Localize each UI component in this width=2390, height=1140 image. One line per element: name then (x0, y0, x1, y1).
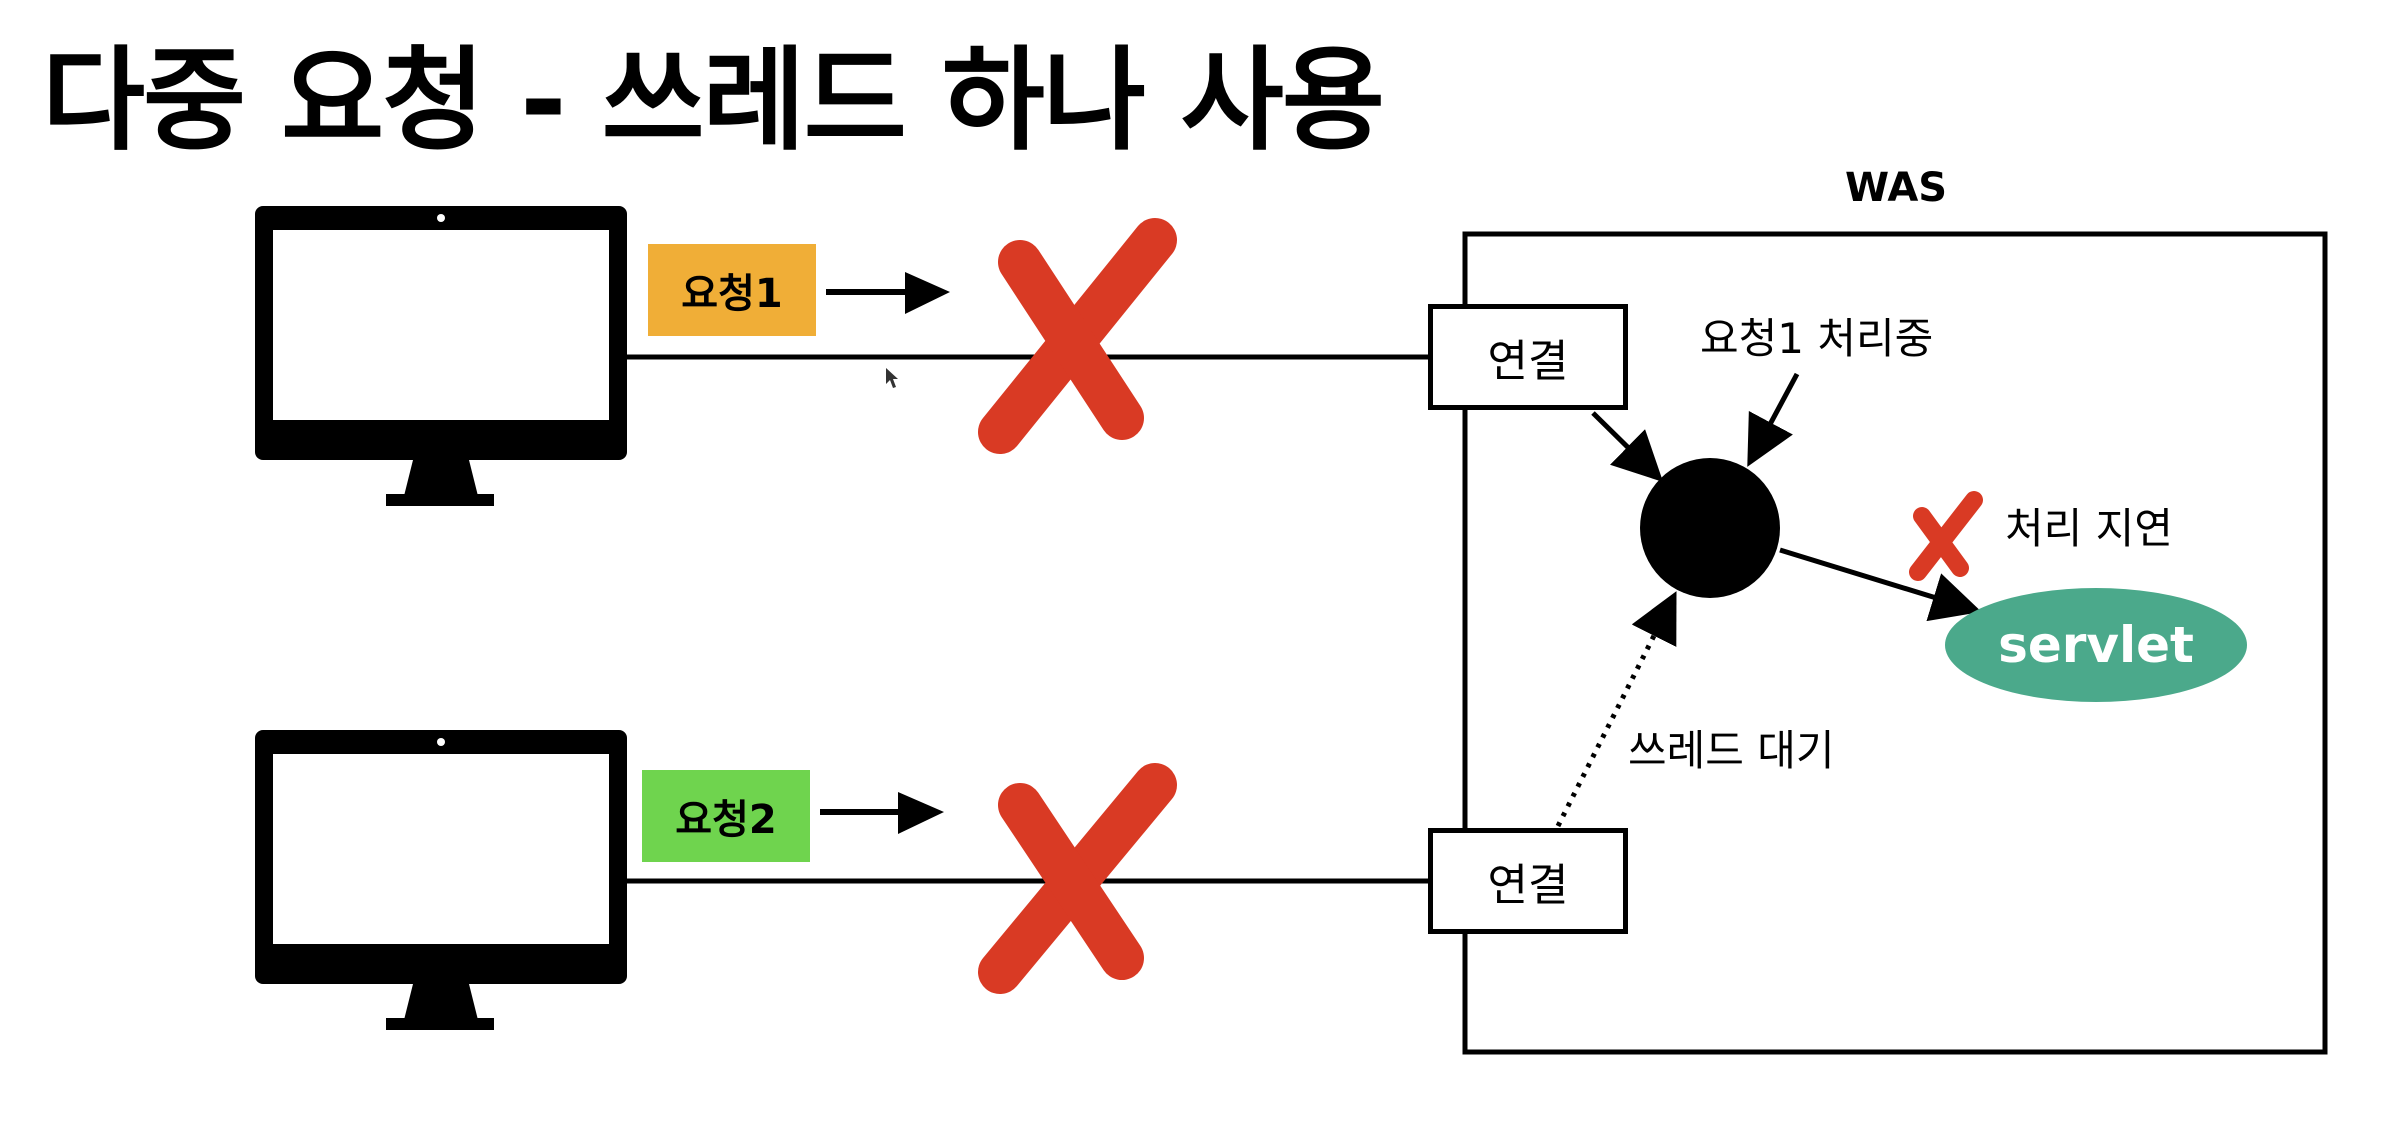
connection-box-2: 연결 (1428, 828, 1628, 934)
monitor-icon (255, 730, 627, 1030)
arrow-wait-dotted (1555, 591, 1677, 828)
was-label: WAS (1845, 165, 1948, 211)
x-mark-icon (978, 763, 1177, 994)
x-mark-icon (1909, 491, 1983, 581)
was-box (1462, 231, 2328, 1055)
connection-box-1: 연결 (1428, 304, 1628, 410)
thread-wait-note: 쓰레드 대기 (1628, 726, 1835, 775)
arrow-right-icon (826, 272, 950, 314)
monitor-icon (255, 206, 627, 506)
request-2-badge: 요청2 (642, 770, 810, 862)
servlet-ellipse: servlet (1945, 588, 2247, 702)
arrow-right-icon (820, 792, 944, 834)
arrow-thread-to-servlet (1779, 547, 1982, 622)
request-1-badge: 요청1 (648, 244, 816, 336)
arrow-connection-to-thread (1591, 411, 1664, 483)
thread-processing-note: 요청1 처리중 (1700, 314, 1934, 363)
arrow-note-to-thread (1747, 372, 1800, 467)
x-mark-icon (978, 218, 1177, 454)
page-title: 다중 요청 - 쓰레드 하나 사용 (42, 36, 1385, 166)
thread-circle (1640, 458, 1780, 598)
cursor-icon (886, 368, 898, 388)
processing-delay-note: 처리 지연 (2005, 504, 2173, 553)
